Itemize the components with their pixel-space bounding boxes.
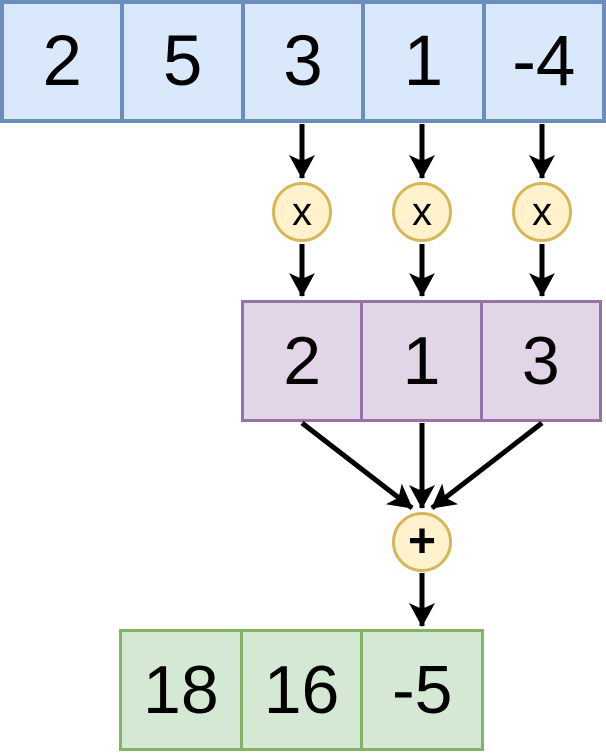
- input-cell: 2: [0, 0, 125, 123]
- kernel-cell: 1: [360, 300, 483, 422]
- multiply-node: x: [392, 182, 452, 242]
- input-cell: -4: [481, 0, 606, 123]
- arrow-kernel3-to-add: [430, 421, 544, 510]
- multiply-icon: x: [532, 190, 552, 234]
- multiply-node: x: [512, 182, 572, 242]
- output-cell: 18: [119, 629, 243, 751]
- output-cell: -5: [360, 629, 485, 751]
- output-cell: 16: [239, 629, 364, 751]
- input-cell: 5: [120, 0, 245, 123]
- output-row: 18 16 -5: [119, 629, 485, 751]
- multiply-node: x: [272, 182, 332, 242]
- add-node: +: [392, 512, 452, 572]
- input-row: 2 5 3 1 -4: [0, 0, 606, 123]
- multiply-icon: x: [412, 190, 432, 234]
- input-cell: 3: [240, 0, 366, 123]
- arrow-kernel1-to-add: [300, 421, 414, 510]
- input-cell: 1: [361, 0, 486, 123]
- kernel-cell: 3: [479, 300, 602, 422]
- plus-icon: +: [407, 515, 437, 568]
- kernel-row: 2 1 3: [241, 300, 602, 422]
- multiply-icon: x: [292, 190, 312, 234]
- kernel-cell: 2: [241, 300, 364, 422]
